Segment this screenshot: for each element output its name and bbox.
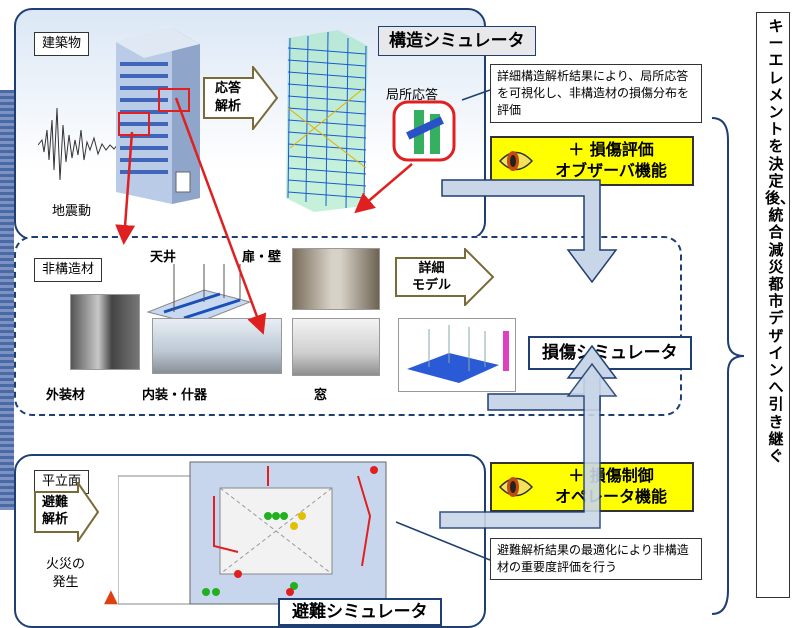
fire-occurrence-label: 火災の 発生 <box>46 557 86 590</box>
local-response-label: 局所応答 <box>386 88 439 103</box>
window-label: 窓 <box>314 388 328 403</box>
detail-model-label: 詳細 モデル <box>412 261 452 293</box>
building-illustration <box>116 28 200 204</box>
structure-simulator-title: 構造シミュレータ <box>378 26 536 56</box>
structural-frame-model <box>286 30 368 212</box>
building-highlight-right <box>158 88 190 112</box>
seismic-waveform <box>38 107 138 181</box>
damage-control-line2: オペレータ機能 <box>554 487 667 506</box>
ceiling-label: 天井 <box>150 250 177 265</box>
damage-evaluation-line1: ＋ 損傷評価 <box>568 140 654 159</box>
side-text-box <box>756 12 790 598</box>
local-response-detail <box>392 100 456 162</box>
evac-simulator-title: 避難シミュレータ <box>278 598 442 626</box>
evac-sim-description: 避難解析結果の最適化により非構造材の重要度評価を行う <box>490 538 702 580</box>
building-label: 建築物 <box>34 32 90 56</box>
door-wall-photo <box>292 248 380 310</box>
exterior-material-label: 外装材 <box>46 388 86 403</box>
ceiling-illustration <box>146 264 252 325</box>
detail-model-plot <box>398 318 516 392</box>
eye-icon <box>498 151 534 171</box>
big-arrow-down <box>441 179 618 284</box>
detail-model-arrow <box>395 248 495 306</box>
response-analysis-arrow <box>203 66 279 130</box>
window-photo <box>292 318 380 376</box>
response-analysis-label: 応答 解析 <box>215 81 242 114</box>
nonstructural-label: 非構造材 <box>34 258 103 282</box>
interior-fixtures-label: 内装・什器 <box>142 388 208 403</box>
damage-evaluation-line2: オブザーバ機能 <box>555 161 667 180</box>
building-highlight-left <box>118 112 150 136</box>
evac-analysis-label: 避難 解析 <box>42 495 69 527</box>
earthquake-label: 地震動 <box>52 204 92 219</box>
door-wall-label: 扉・壁 <box>242 250 282 265</box>
structure-sim-description: 詳細構造解析結果により、局所応答を可視化し、非構造材の損傷分布を評価 <box>490 64 702 123</box>
damage-evaluation-box: ＋ 損傷評価 オブザーバ機能 <box>490 136 694 186</box>
evac-analysis-arrow <box>34 482 100 542</box>
side-text: キーエレメントを決定後、統合減災都市デザインへ引き継ぐ <box>765 17 793 466</box>
floor-plan <box>117 456 388 606</box>
fire-icon: ▲ <box>104 586 118 607</box>
exterior-material-photo <box>70 294 140 370</box>
left-background-strip <box>0 90 14 510</box>
eye-icon-control <box>498 477 534 497</box>
